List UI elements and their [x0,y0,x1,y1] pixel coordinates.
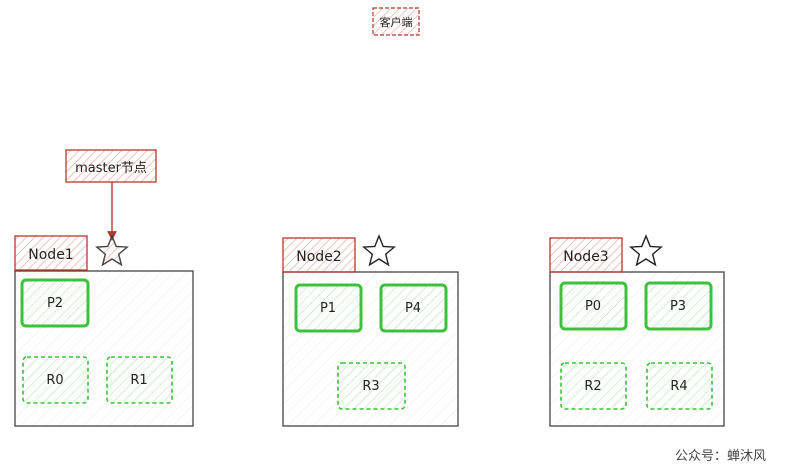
shard-p2-label: P2 [47,296,63,311]
shard-p1 [294,283,363,333]
client-tag: 客户端 [372,7,420,36]
shard-r3-label: R3 [362,379,379,394]
star-icon [362,234,396,267]
shard-p0 [559,281,628,331]
shard-p3 [644,281,713,331]
node-1: Node1 P2 R0 R1 [14,234,194,427]
shard-p2 [20,278,90,328]
shard-r1-label: R1 [130,373,147,388]
node-2: Node2 P1 P4 R3 [282,234,459,427]
client-label: 客户端 [380,15,413,29]
watermark: 公众号：蝉沐风 [674,449,766,464]
shard-r2 [560,362,627,410]
node-1-tag [14,235,88,271]
master-callout-label: master节点 [75,161,147,176]
shard-r4-label: R4 [670,379,687,394]
star-icon [629,234,663,267]
shard-r0 [22,356,89,404]
master-callout: master节点 [65,149,157,241]
shard-r3 [337,362,406,410]
shard-r1 [106,356,173,404]
shard-r4 [646,362,713,410]
node-3-tag [549,237,623,273]
node-1-label: Node1 [28,247,73,263]
shard-p0-label: P0 [585,299,601,314]
node-2-label: Node2 [296,249,341,265]
master-star-icon [95,234,129,267]
shard-r0-label: R0 [46,373,63,388]
shard-p1-label: P1 [320,301,336,316]
node-2-tag [282,237,356,273]
shard-p4 [379,283,448,333]
node-3: Node3 P0 P3 R2 R4 [549,234,725,427]
node-3-label: Node3 [563,249,608,265]
shard-r2-label: R2 [584,379,601,394]
shard-p4-label: P4 [405,301,421,316]
shard-p3-label: P3 [670,299,686,314]
